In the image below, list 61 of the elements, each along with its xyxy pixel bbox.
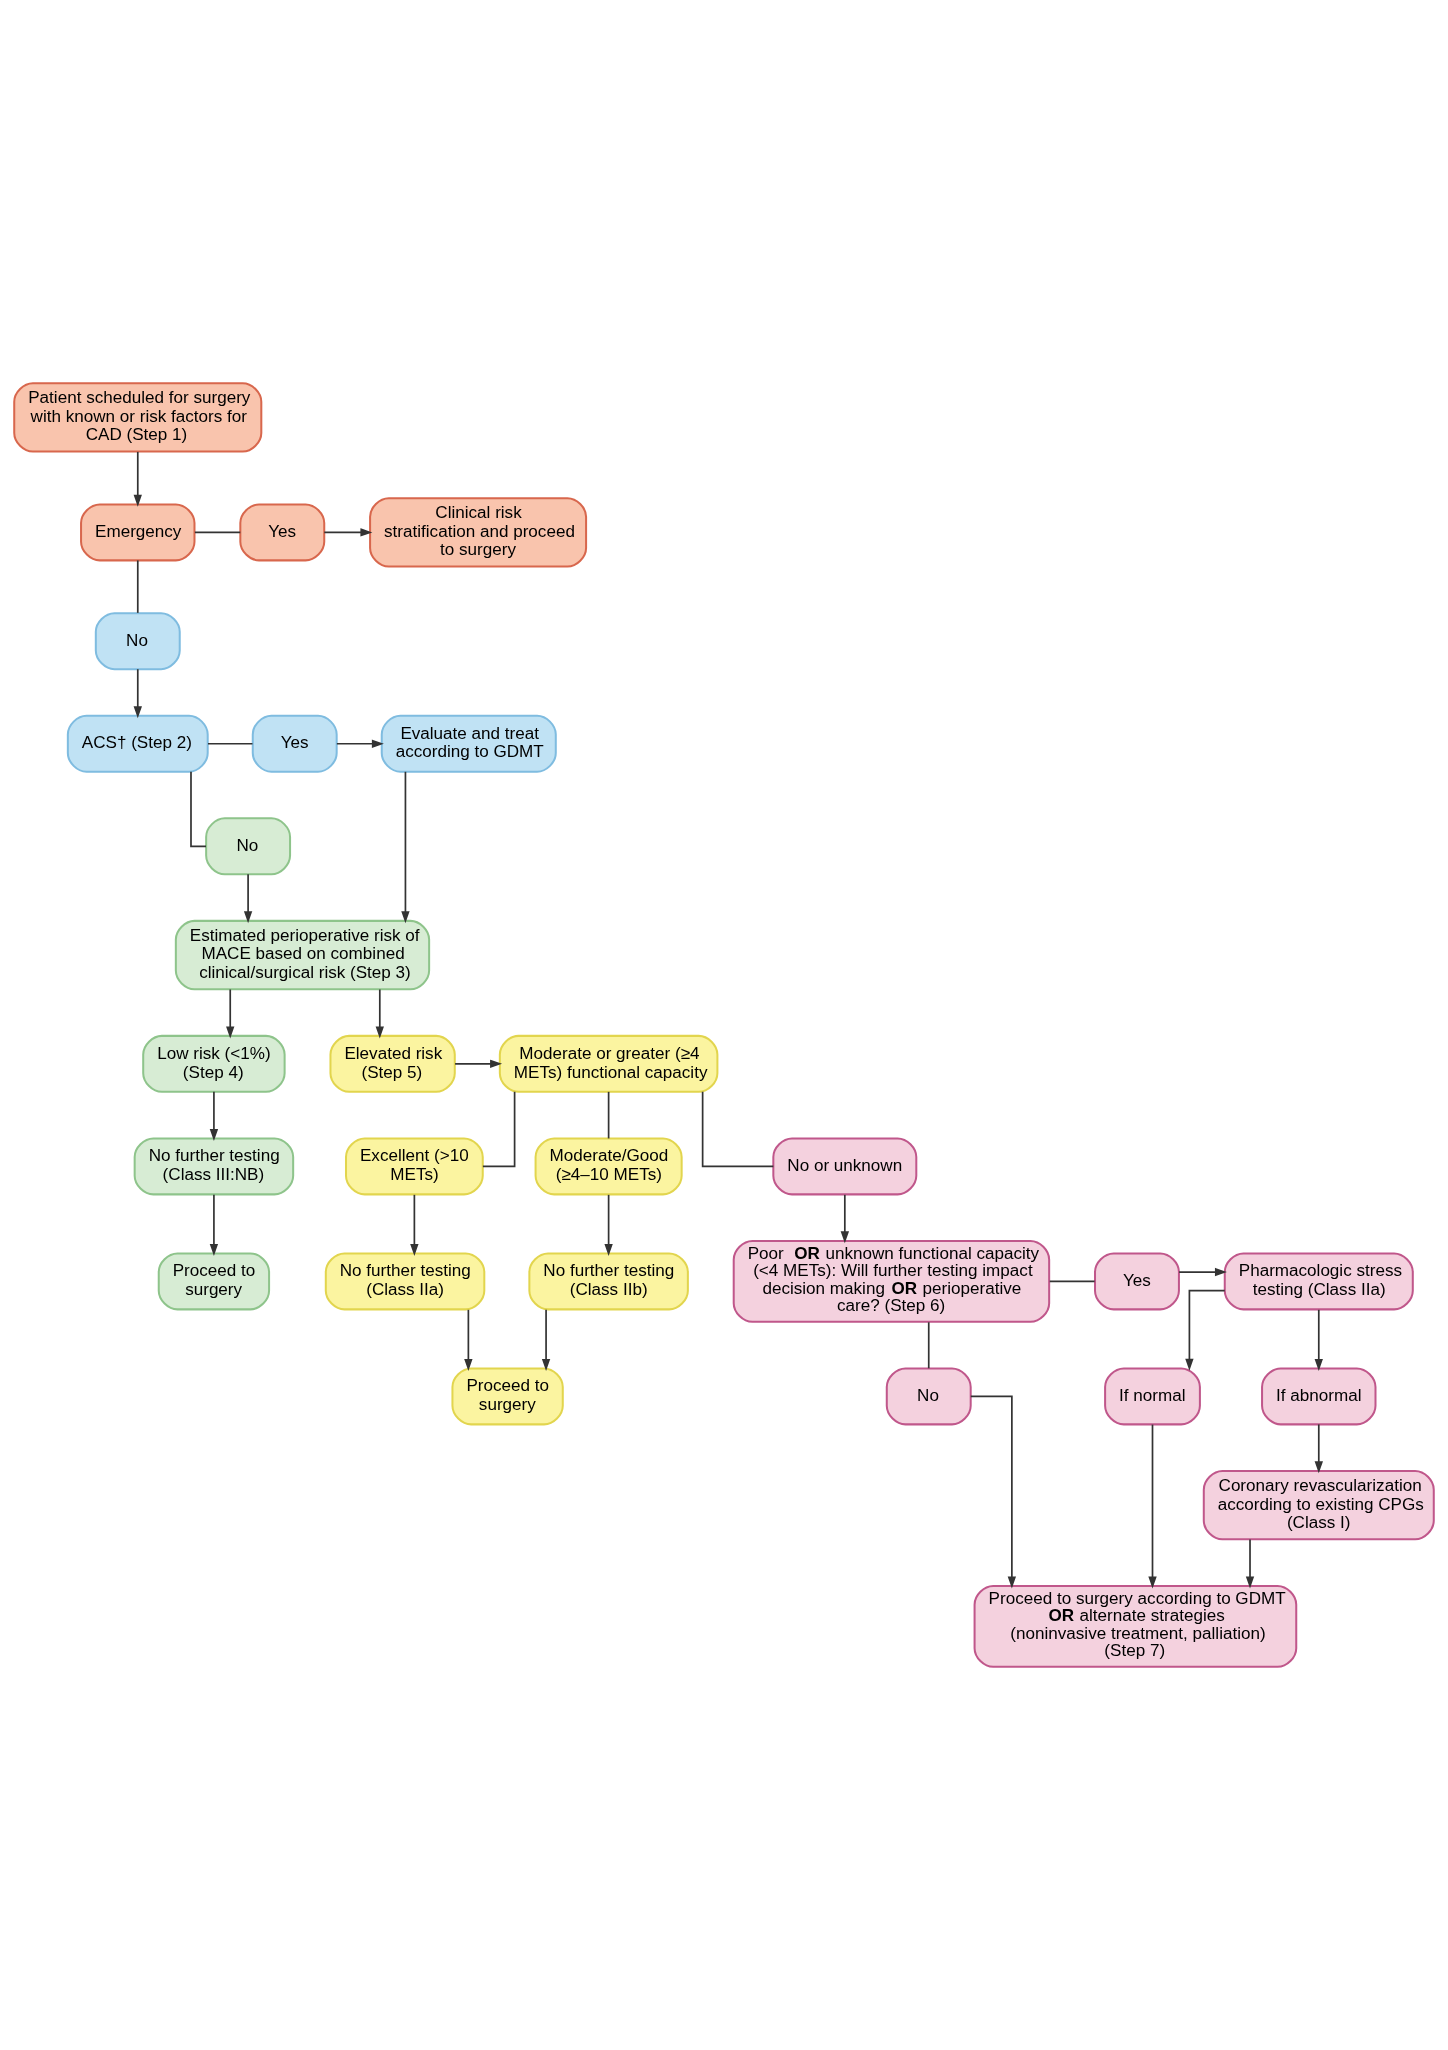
connector <box>607 1091 610 1140</box>
node-box: Pharmacologic stress testing (Class IIa) <box>1223 1252 1414 1311</box>
node-box: No further testing (Class III:NB) <box>133 1137 295 1196</box>
arrow <box>541 1308 551 1371</box>
arrow <box>410 1193 419 1256</box>
arrow <box>1314 1308 1323 1371</box>
connector <box>207 742 254 745</box>
arrow <box>226 988 235 1039</box>
node-box: Proceed to surgery <box>451 1367 564 1426</box>
node-box: No or unknown <box>772 1137 918 1196</box>
arrow <box>243 873 253 924</box>
node-box: No <box>94 612 181 671</box>
node-box: Excellent (>10 METs) <box>345 1137 484 1196</box>
node-box: No <box>205 817 292 876</box>
node-box: Moderate or greater (≥4 METs) functional capacity <box>498 1034 719 1093</box>
arrow <box>464 1308 473 1371</box>
node-box: Emergency <box>80 503 196 562</box>
arrow <box>604 1193 613 1256</box>
node-box: Elevated risk (Step 5) <box>329 1034 456 1093</box>
arrow <box>323 528 373 537</box>
arrow <box>209 1091 219 1141</box>
arrow <box>209 1193 219 1256</box>
arrow <box>336 739 384 748</box>
arrow <box>133 668 142 719</box>
node-box: Evaluate and treat according to GDMT <box>380 714 557 773</box>
arrow <box>375 988 384 1039</box>
arrow <box>1178 1267 1227 1277</box>
arrow <box>401 770 410 924</box>
arrow <box>969 1395 1017 1589</box>
arrow <box>1245 1538 1255 1589</box>
arrow <box>1185 1289 1226 1371</box>
connector <box>190 770 207 848</box>
node-box: Yes <box>1094 1252 1180 1311</box>
node-box: ACS† (Step 2) <box>66 714 209 773</box>
connector <box>194 531 242 534</box>
node-box: Proceed to surgery according to GDMT OR alternate strategies (noninvasive treatment, palliation) (Step 7) <box>973 1584 1298 1668</box>
node-box: If normal <box>1104 1367 1201 1426</box>
node-box: Moderate/Good (≥4–10 METs) <box>534 1137 683 1196</box>
connector <box>1048 1280 1096 1283</box>
node-box: No further testing (Class IIa) <box>324 1252 486 1311</box>
node-box: No further testing (Class IIb) <box>528 1252 689 1311</box>
arrow <box>1148 1423 1157 1589</box>
node-box: Proceed to surgery <box>157 1252 271 1311</box>
connector <box>136 559 139 614</box>
node-box: Yes <box>239 503 326 562</box>
node-box: Clinical risk stratification and proceed to surgery <box>369 497 588 568</box>
arrow <box>840 1193 850 1244</box>
arrow <box>133 451 142 507</box>
connector <box>482 1091 516 1168</box>
node-box: If abnormal <box>1261 1367 1377 1426</box>
node-box: Patient scheduled for surgery with known or risk factors for CAD (Step 1) <box>13 382 263 453</box>
node-box: Yes <box>251 714 338 773</box>
connector <box>927 1321 930 1370</box>
connector <box>701 1091 775 1168</box>
node-box: No <box>885 1367 972 1426</box>
node-box: Estimated perioperative risk of MACE based on combined clinical/surgical risk (Step 3) <box>174 919 431 991</box>
arrow <box>454 1059 503 1069</box>
node-box: Poor OR unknown functional capacity (<4 METs): Will further testing impact decision making OR perioperative care? (Step 6) <box>732 1240 1051 1323</box>
arrow <box>1314 1423 1323 1474</box>
node-box: Coronary revascularization according to existing CPGs (Class I) <box>1202 1470 1435 1541</box>
node-box: Low risk (<1%) (Step 4) <box>142 1034 286 1093</box>
